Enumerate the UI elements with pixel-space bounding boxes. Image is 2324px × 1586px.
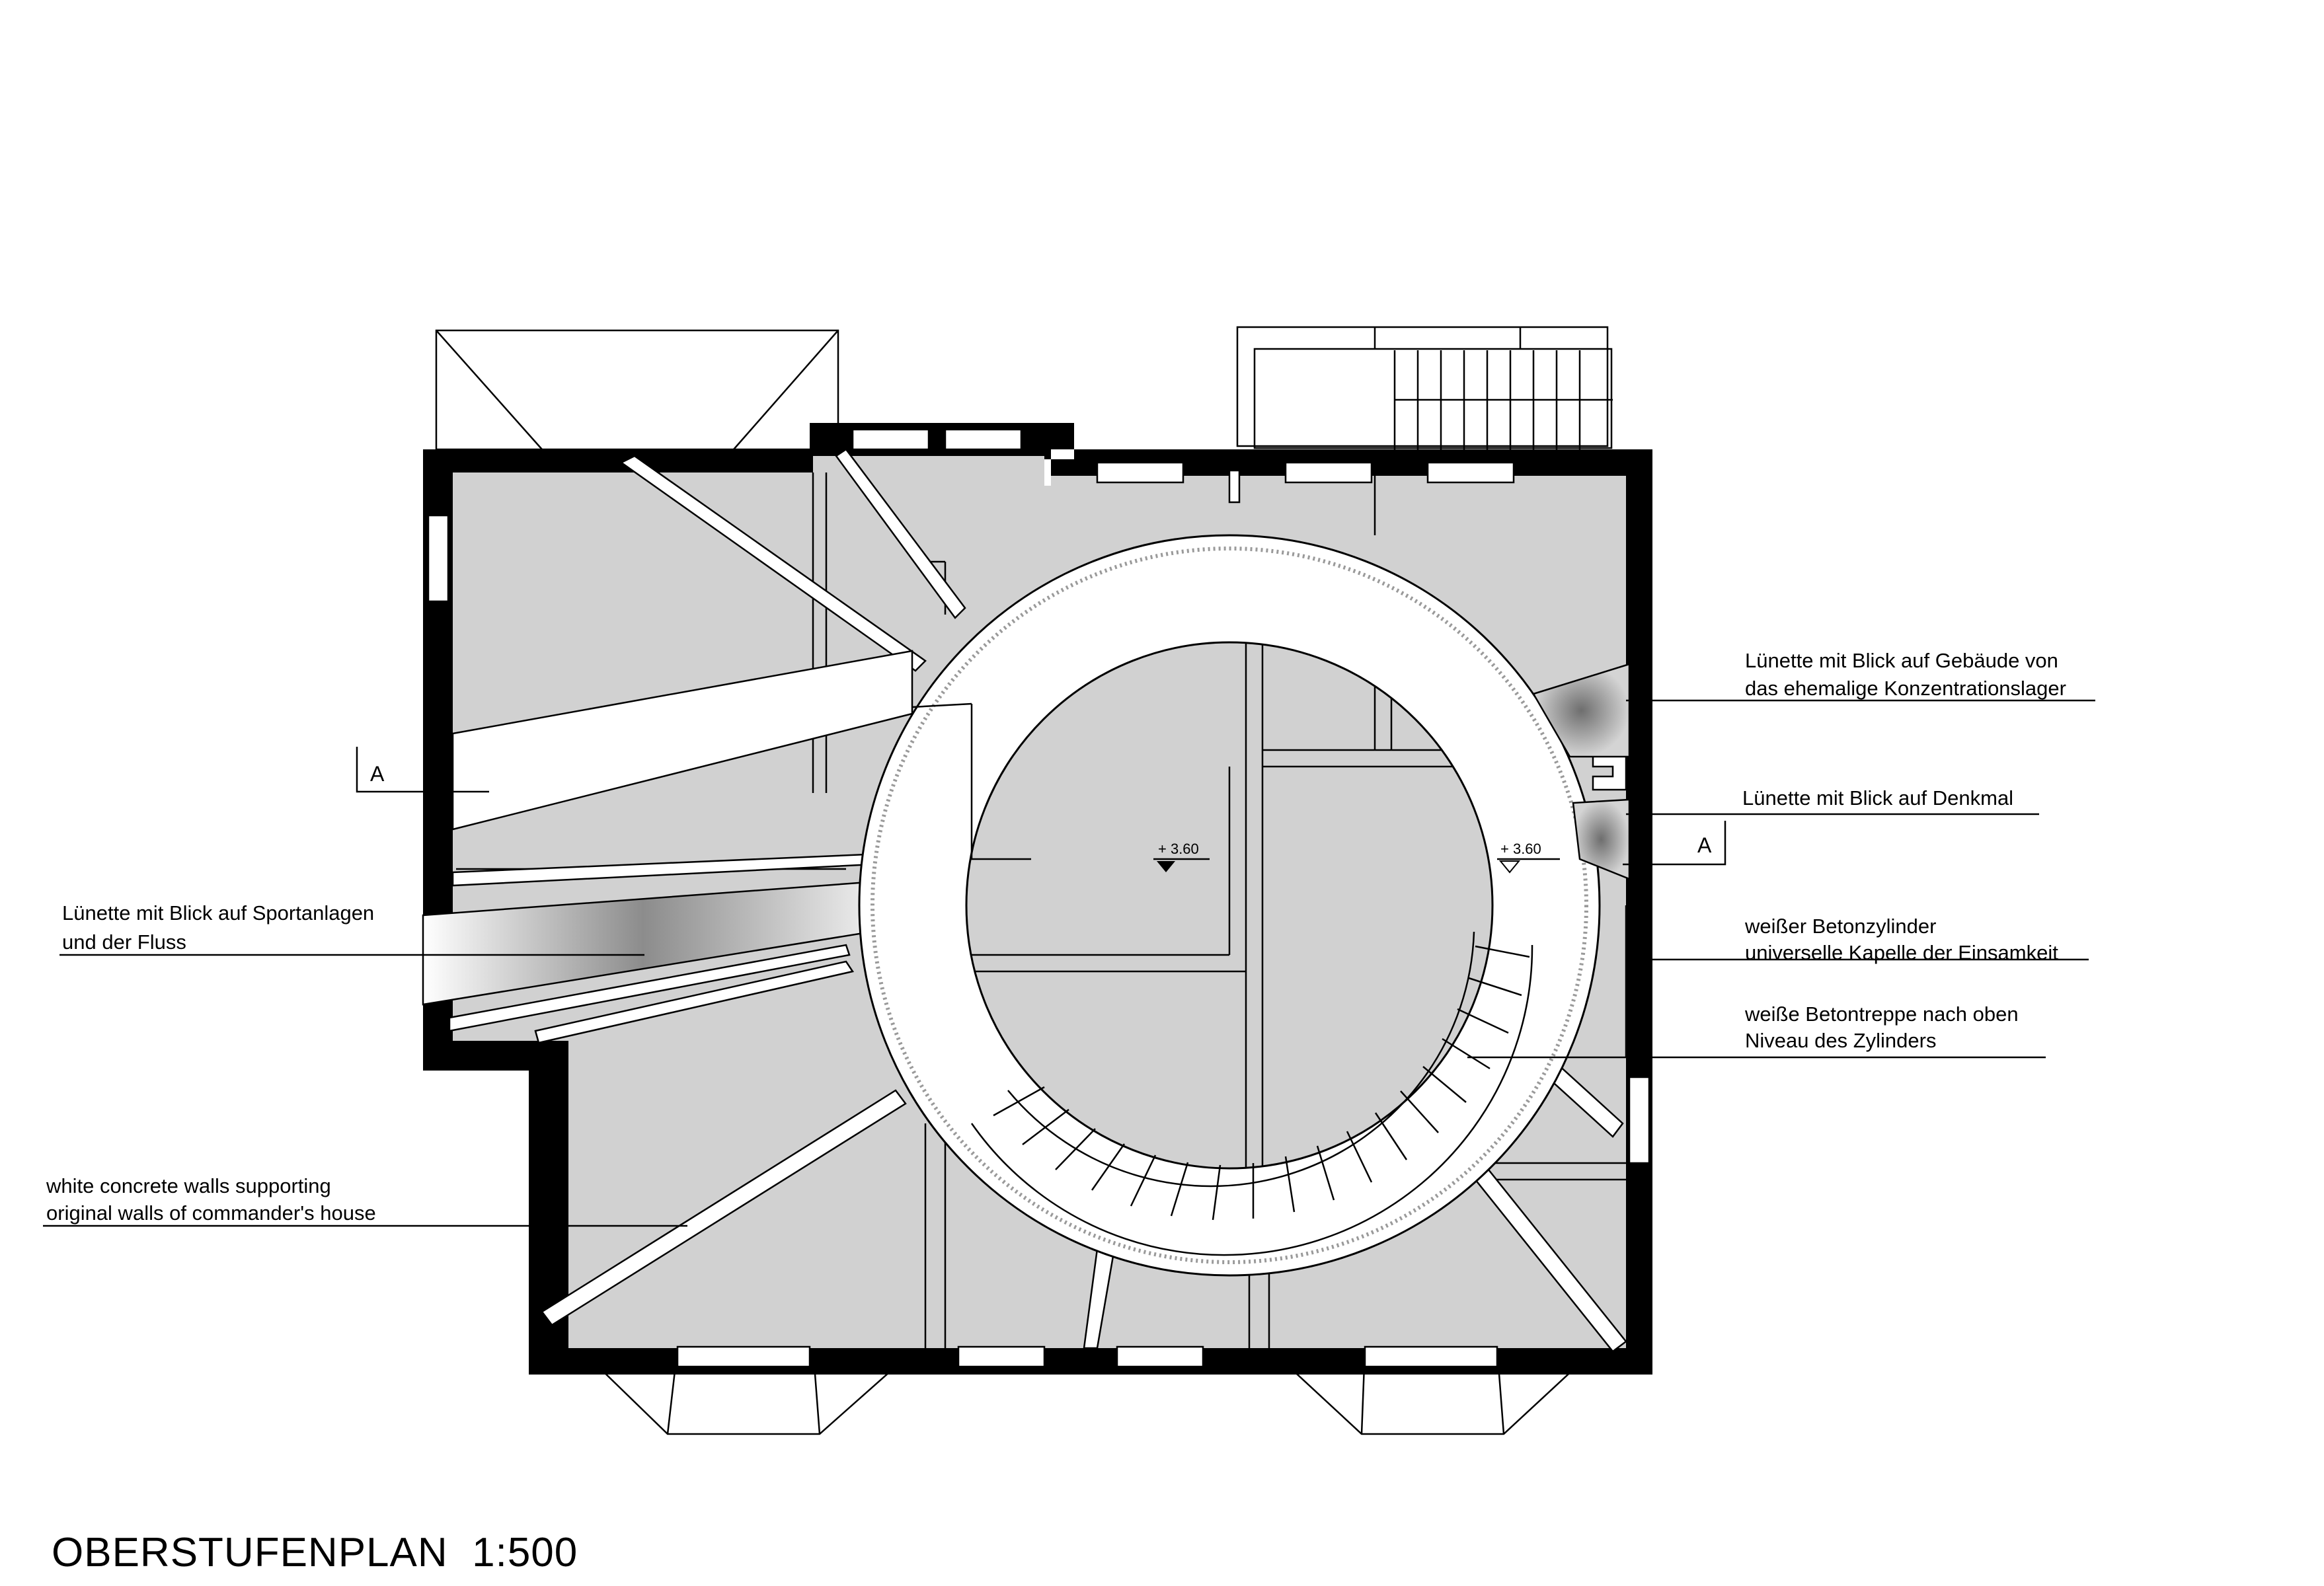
svg-text:+ 3.60: + 3.60	[1158, 841, 1199, 857]
level-marker-center: + 3.60	[1153, 841, 1210, 872]
lunette-building	[1532, 663, 1631, 758]
svg-text:Lünette mit Blick auf Denkmal: Lünette mit Blick auf Denkmal	[1742, 786, 2013, 810]
white-concrete-walls	[448, 448, 1627, 1353]
exterior-stair-top	[1236, 326, 1613, 449]
plan-title: OBERSTUFENPLAN 1:500	[52, 1530, 578, 1575]
roof-outline-left	[435, 329, 839, 451]
svg-text:+ 3.60: + 3.60	[1500, 841, 1541, 857]
annotation-lunette-sports: Lünette mit Blick auf Sportanlagen und d…	[62, 901, 374, 954]
windows	[427, 428, 1650, 1368]
svg-text:weißer Betonzylinder: weißer Betonzylinder	[1744, 915, 1936, 938]
annotation-lunette-memorial: Lünette mit Blick auf Denkmal	[1742, 786, 2013, 810]
annotation-stair: weiße Betontreppe nach oben Niveau des Z…	[1744, 1002, 2019, 1052]
svg-text:weiße Betontreppe nach oben: weiße Betontreppe nach oben	[1744, 1002, 2019, 1026]
spiral-stair	[970, 931, 1533, 1256]
lunette-memorial	[1572, 798, 1631, 880]
annotation-cylinder: weißer Betonzylinder universelle Kapelle…	[1744, 915, 2058, 964]
svg-text:das ehemalige Konzentrationsla: das ehemalige Konzentrationslager	[1745, 677, 2066, 700]
level-marker-ring: + 3.60	[1497, 841, 1560, 874]
annotation-lunette-building: Lünette mit Blick auf Gebäude von das eh…	[1745, 649, 2066, 700]
svg-text:A: A	[370, 762, 385, 786]
annotation-walls: white concrete walls supporting original…	[46, 1174, 376, 1225]
svg-text:original walls of commander's: original walls of commander's house	[46, 1201, 376, 1225]
svg-text:A: A	[1697, 833, 1712, 857]
svg-text:white concrete walls supportin: white concrete walls supporting	[46, 1174, 331, 1197]
svg-text:und der Fluss: und der Fluss	[62, 930, 186, 954]
svg-text:universelle Kapelle der Einsam: universelle Kapelle der Einsamkeit	[1745, 941, 2058, 964]
exterior-wall	[423, 423, 1652, 1375]
svg-text:Niveau des Zylinders: Niveau des Zylinders	[1745, 1029, 1936, 1052]
annotation-leaders	[43, 699, 2095, 1227]
section-mark-left: A	[356, 747, 489, 793]
svg-text:Lünette mit Blick auf Sportanl: Lünette mit Blick auf Sportanlagen	[62, 901, 374, 925]
svg-text:Lünette mit Blick auf Gebäude: Lünette mit Blick auf Gebäude von	[1745, 649, 2058, 672]
section-mark-right: A	[1623, 821, 1726, 866]
